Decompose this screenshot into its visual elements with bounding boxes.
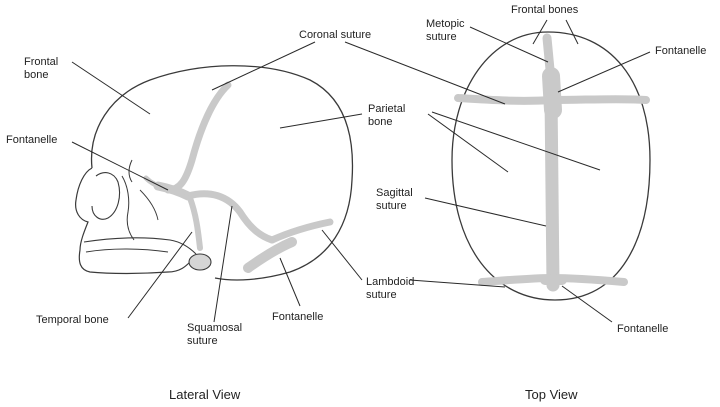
lateral-view-skull bbox=[75, 65, 354, 281]
label-fontanelle-lateral-bottom: Fontanelle bbox=[272, 311, 324, 323]
lateral-fontanelle-posterior bbox=[243, 237, 297, 273]
leader-coronal-right bbox=[344, 41, 506, 105]
leader-fontanelle-left bbox=[71, 141, 169, 191]
leader-lines bbox=[71, 19, 651, 323]
label-coronal-suture: Coronal suture bbox=[299, 29, 372, 41]
caption-top-view: Top View bbox=[525, 387, 578, 402]
leader-coronal-left bbox=[211, 41, 316, 91]
top-view-skull bbox=[451, 31, 651, 301]
lateral-lambdoid-suture bbox=[268, 218, 334, 244]
lateral-face-outline bbox=[75, 167, 191, 275]
leader-frontal-bones-b bbox=[565, 19, 579, 45]
leader-fontanelle-lateral-bottom bbox=[279, 257, 301, 307]
label-frontal-bone: Frontal bone bbox=[24, 56, 59, 81]
leader-frontal-bones-a bbox=[532, 19, 548, 45]
leader-fontanelle-top-right bbox=[557, 51, 651, 93]
label-lambdoid-suture: Lambdoid suture bbox=[366, 276, 415, 301]
leader-parietal-lateral bbox=[279, 113, 363, 129]
leader-parietal-top-b bbox=[431, 111, 601, 171]
label-frontal-bones: Frontal bones bbox=[511, 4, 579, 16]
lateral-squamosal-suture bbox=[184, 190, 276, 244]
lateral-orbit bbox=[91, 172, 121, 220]
top-sagittal-suture bbox=[544, 88, 560, 292]
leader-lambdoid-top bbox=[409, 279, 506, 288]
leader-sagittal-suture bbox=[424, 197, 547, 227]
label-squamosal-suture: Squamosal suture bbox=[187, 322, 243, 347]
leader-parietal-top-a bbox=[427, 113, 509, 173]
label-fontanelle-left: Fontanelle bbox=[6, 134, 58, 146]
label-sagittal-suture: Sagittal suture bbox=[376, 187, 413, 212]
lateral-temporal-ridge bbox=[139, 189, 159, 221]
leader-frontal-bone bbox=[71, 61, 151, 115]
top-coronal-suture bbox=[454, 94, 650, 105]
leader-lambdoid-lateral bbox=[321, 229, 363, 281]
label-temporal-bone: Temporal bone bbox=[36, 314, 109, 326]
top-anterior-fontanelle bbox=[542, 67, 562, 119]
label-parietal-bone: Parietal bone bbox=[368, 103, 406, 128]
leader-fontanelle-top-bottom bbox=[561, 285, 613, 323]
caption-lateral-view: Lateral View bbox=[169, 387, 241, 402]
label-fontanelle-top-right: Fontanelle bbox=[655, 45, 707, 57]
leader-temporal-bone bbox=[127, 231, 193, 319]
leader-squamosal-suture bbox=[213, 205, 233, 323]
lateral-lower-jaw bbox=[85, 248, 169, 253]
label-fontanelle-top-bottom: Fontanelle bbox=[617, 323, 669, 335]
lateral-cranium-outline bbox=[90, 65, 354, 281]
lateral-cheek-line bbox=[121, 175, 135, 241]
lateral-upper-jaw bbox=[83, 237, 197, 255]
leader-metopic-suture bbox=[469, 26, 549, 63]
lateral-temporal-suture bbox=[187, 195, 203, 251]
label-metopic-suture: Metopic suture bbox=[426, 18, 465, 43]
lateral-zygomatic-line bbox=[128, 159, 133, 183]
lateral-coronal-suture bbox=[164, 81, 232, 194]
lateral-ear-opening bbox=[188, 253, 212, 271]
